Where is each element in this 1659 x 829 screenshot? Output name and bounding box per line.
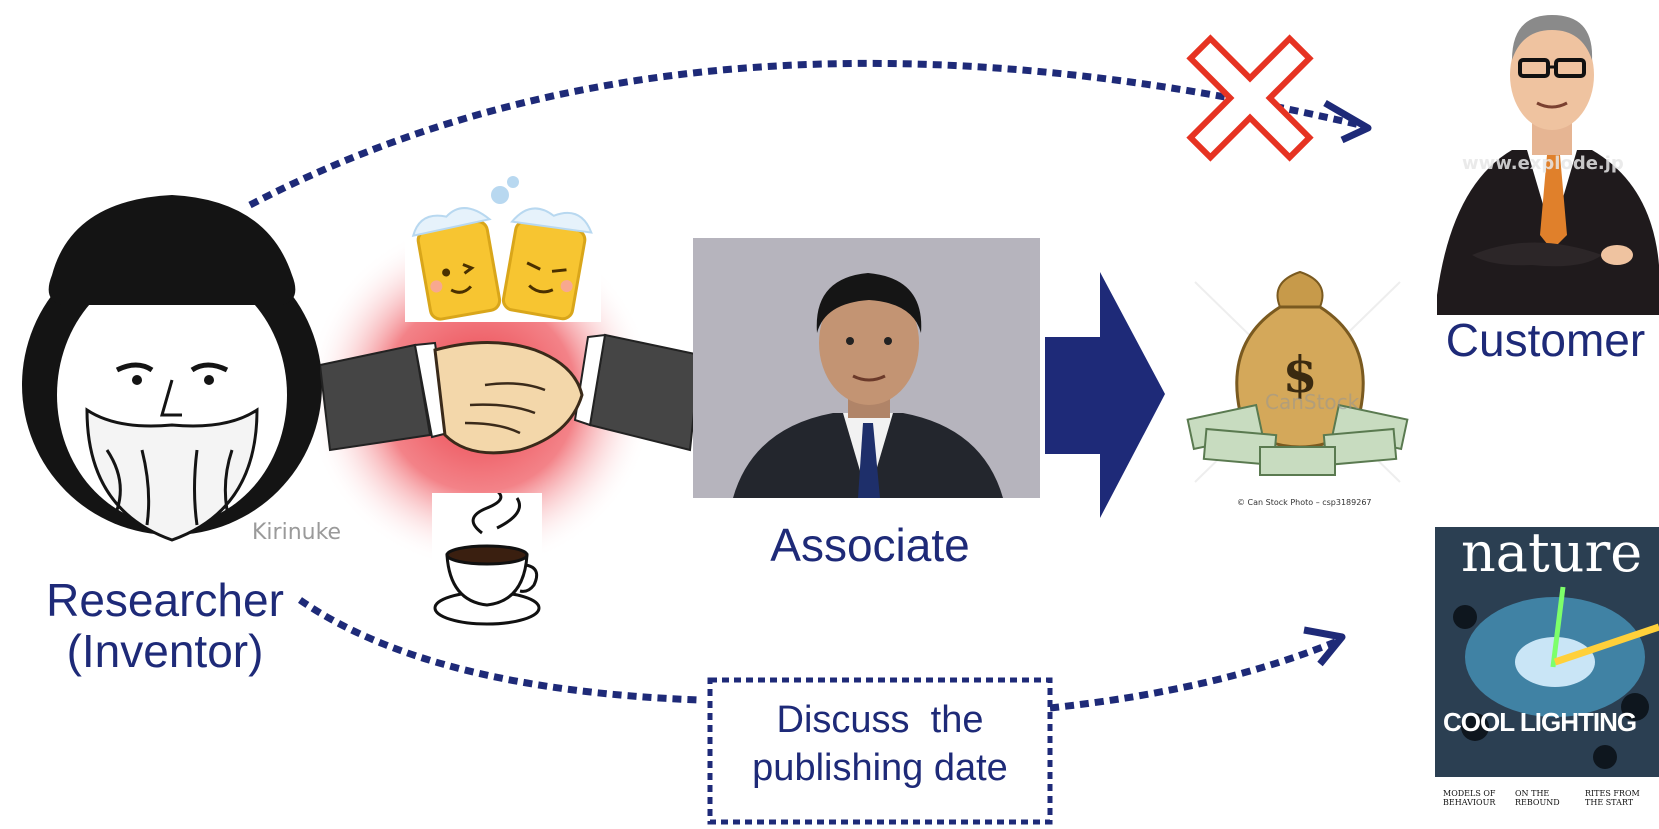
nature-headline: COOL LIGHTING [1443, 707, 1637, 737]
nature-sub1: MODELS OF BEHAVIOUR [1443, 789, 1496, 807]
beer-mugs-image [405, 170, 601, 322]
nature-title: nature [1461, 527, 1643, 584]
nature-cover-art [1435, 527, 1659, 829]
discuss-box-line2: publishing date [752, 746, 1008, 789]
researcher-credit: Kirinuke [252, 520, 342, 545]
money-watermark: CanStock [1265, 390, 1360, 414]
customer-label: Customer [1445, 314, 1646, 366]
researcher-label-line1: Researcher [46, 574, 284, 626]
researcher-label: Researcher (Inventor) [20, 575, 310, 676]
money-bag-icon: $ [1186, 270, 1409, 483]
customer-icon [1437, 15, 1659, 315]
nature-sub2: ON THE REBOUND [1515, 789, 1560, 807]
customer-watermark: www.explode.jp [1462, 153, 1624, 174]
coffee-icon [433, 493, 541, 626]
bottom-left-dotted-line [298, 597, 701, 704]
block-arrow [1045, 272, 1165, 518]
nature-cover: nature COOL LIGHTING MODELS OF BEHAVIOUR… [1435, 527, 1659, 829]
discuss-box-border [707, 677, 1053, 825]
handshake-icon [320, 333, 700, 455]
handshake-image [320, 325, 700, 485]
beer-icon [411, 176, 593, 321]
researcher-portrait [12, 180, 332, 560]
money-bag-image: $ CanStock © Can Stock Photo – csp318926… [1185, 262, 1410, 512]
top-arrowhead [1323, 99, 1372, 144]
bottom-right-dotted-arrow [1049, 636, 1342, 712]
top-dotted-arrow [248, 59, 1361, 209]
associate-photo-art [693, 238, 1040, 498]
researcher-label-line2: (Inventor) [66, 624, 264, 677]
researcher-portrait-art [22, 195, 322, 542]
svg-text:$: $ [1283, 345, 1318, 404]
associate-photo [693, 238, 1040, 498]
associate-label: Associate [770, 519, 970, 571]
bottom-arrowhead [1303, 626, 1346, 667]
cross-icon [1186, 34, 1314, 162]
customer-image: www.explode.jp [1432, 5, 1659, 315]
coffee-cup-image [432, 493, 542, 629]
discuss-box-line1: Discuss the [776, 699, 984, 741]
money-stock-credit: © Can Stock Photo – csp3189267 [1237, 498, 1372, 507]
discuss-box: Discuss the publishing date [712, 699, 1048, 790]
nature-sub3: RITES FROM THE START [1585, 789, 1640, 807]
